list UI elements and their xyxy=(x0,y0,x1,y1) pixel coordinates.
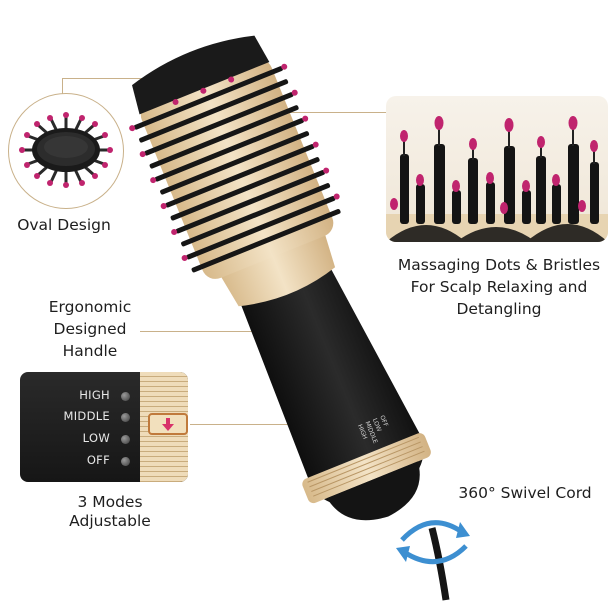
massage-label-line1: Massaging Dots & Bristles xyxy=(397,256,601,274)
oval-brush-top-icon xyxy=(19,112,113,188)
mode-dot-off xyxy=(121,457,130,466)
massage-label-line3: Detangling xyxy=(456,300,542,318)
svg-text:OFF: OFF xyxy=(378,414,389,428)
svg-text:LOW: LOW xyxy=(371,417,383,432)
oval-design-label: Oval Design xyxy=(17,216,111,234)
down-arrow-icon xyxy=(162,418,174,431)
mode-label-high: HIGH xyxy=(79,388,110,402)
mode-label-low: LOW xyxy=(82,431,110,445)
handle-label-line1: Ergonomic xyxy=(48,298,132,316)
massage-dots-inset xyxy=(386,96,608,242)
swivel-cord-label: 360° Swivel Cord xyxy=(458,484,592,502)
mode-label-middle: MIDDLE xyxy=(63,409,110,423)
oval-design-inset xyxy=(8,93,124,209)
callout-line-oval-drop xyxy=(62,78,63,94)
bristles-closeup-image xyxy=(386,116,608,242)
modes-label-line1: 3 Modes xyxy=(77,493,143,511)
mode-dot-high xyxy=(121,392,130,401)
massage-label-line2: For Scalp Relaxing and xyxy=(410,278,588,296)
swivel-arrow-icon xyxy=(396,520,470,565)
callout-line-oval xyxy=(62,78,150,79)
modes-label-line2: Adjustable xyxy=(69,512,151,530)
callout-line-massage xyxy=(268,112,386,113)
mode-dot-middle xyxy=(121,413,130,422)
handle-label-line3: Handle xyxy=(62,342,118,360)
mode-switch-panel: HIGH MIDDLE LOW OFF xyxy=(20,372,188,482)
mode-dot-low xyxy=(121,435,130,444)
mode-label-off: OFF xyxy=(86,453,110,467)
callout-line-handle xyxy=(140,331,270,332)
handle-label-line2: Designed xyxy=(53,320,127,338)
